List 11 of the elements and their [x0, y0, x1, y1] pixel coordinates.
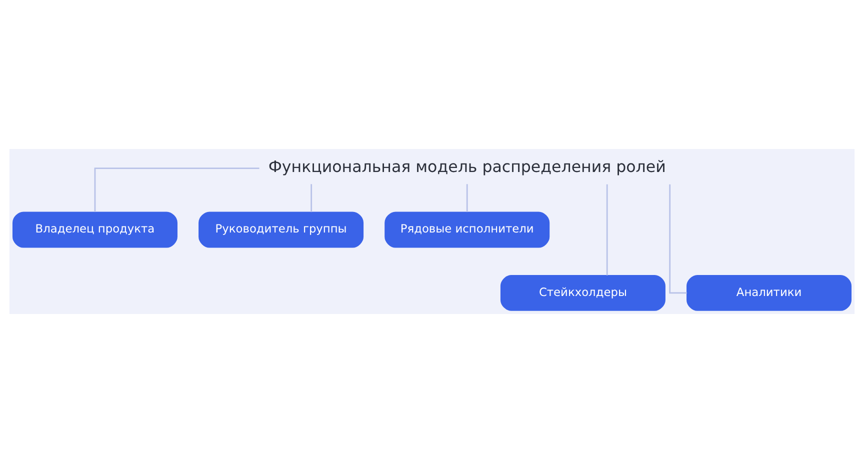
node-box: Рядовые исполнители: [384, 211, 550, 248]
connector: [310, 184, 312, 212]
connector: [466, 184, 468, 212]
connector: [94, 167, 260, 212]
node-box: Аналитики: [686, 274, 852, 310]
node-box: Владелец продукта: [12, 211, 178, 248]
node-box: Стейкхолдеры: [500, 274, 666, 310]
node-box: Руководитель группы: [198, 211, 364, 248]
connector: [669, 184, 687, 294]
connector: [606, 184, 608, 275]
node-text: Функциональная модель распределения ролей: [268, 156, 666, 176]
